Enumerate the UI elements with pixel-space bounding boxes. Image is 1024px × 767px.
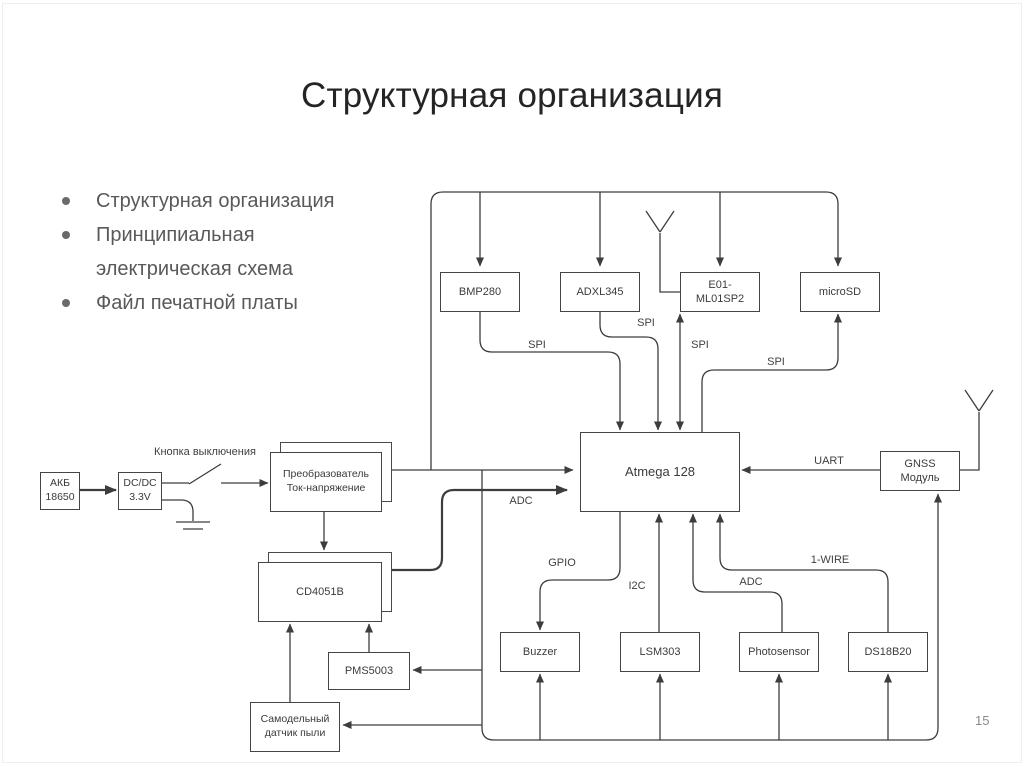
- block-label: Atmega 128: [624, 463, 696, 479]
- block-akb-18650: АКБ 18650: [40, 472, 80, 510]
- block-label: LSM303: [639, 645, 681, 658]
- block-adxl345: ADXL345: [560, 272, 640, 312]
- block-label: Модуль: [900, 472, 940, 484]
- block-label: microSD: [818, 285, 862, 298]
- bus-label-spi: SPI: [637, 317, 655, 329]
- bullet-dot: [62, 231, 70, 239]
- bullet-text: Файл печатной платы: [96, 292, 298, 314]
- bus-label-uart: UART: [814, 455, 844, 467]
- block-label: E01-: [708, 278, 732, 291]
- block-pms5003: PMS5003: [328, 652, 410, 690]
- block-label: DS18B20: [864, 645, 912, 658]
- list-item: Структурная организация: [60, 184, 410, 218]
- list-item: Принципиальная электрическая схема: [60, 218, 410, 286]
- bullet-text: Принципиальная электрическая схема: [96, 224, 294, 280]
- bus-label-i2c: I2C: [628, 580, 646, 592]
- block-lsm303: LSM303: [620, 632, 700, 672]
- block-label: Photosensor: [748, 645, 810, 658]
- bus-label-spi: SPI: [528, 339, 546, 351]
- block-label: Самодельный: [260, 713, 330, 726]
- block-gnss-module: GNSS Модуль: [880, 451, 960, 491]
- block-converter: Преобразователь Ток-напряжение: [270, 452, 382, 512]
- block-label: датчик пыли: [264, 727, 326, 739]
- block-label: АКБ: [49, 477, 70, 490]
- switch-label: Кнопка выключения: [154, 446, 256, 458]
- bus-label-adc: ADC: [739, 576, 763, 588]
- block-ds18b20: DS18B20: [848, 632, 928, 672]
- block-label: GNSS: [904, 457, 936, 470]
- power-bus: [342, 191, 942, 741]
- bullet-list: Структурная организация Принципиальная э…: [60, 184, 410, 320]
- bullet-text: Структурная организация: [96, 190, 335, 212]
- block-label: Преобразователь: [282, 468, 370, 481]
- list-item: Файл печатной платы: [60, 286, 410, 320]
- block-dcdc: DC/DC 3.3V: [118, 472, 162, 510]
- bullet-dot: [62, 197, 70, 205]
- block-photosensor: Photosensor: [739, 632, 819, 672]
- block-label: PMS5003: [344, 664, 394, 677]
- block-dust-sensor: Самодельный датчик пыли: [250, 702, 340, 752]
- block-label: Buzzer: [522, 645, 558, 658]
- block-bmp280: BMP280: [440, 272, 520, 312]
- block-label: 18650: [45, 491, 75, 503]
- page-number: 15: [975, 713, 990, 728]
- block-buzzer: Buzzer: [500, 632, 580, 672]
- block-atmega128: Atmega 128: [580, 432, 740, 512]
- signal-wires: [286, 312, 889, 702]
- ground-icon: [162, 499, 210, 530]
- bus-label-gpio: GPIO: [548, 557, 576, 569]
- block-e01-ml01sp2: E01- ML01SP2: [680, 272, 760, 312]
- antenna-icon: [645, 210, 680, 293]
- block-cd4051b: CD4051B: [258, 562, 382, 622]
- block-label: ML01SP2: [695, 293, 745, 305]
- block-label: ADXL345: [576, 285, 624, 298]
- page-title: Структурная организация: [301, 76, 723, 115]
- bold-wires: [80, 485, 568, 572]
- bullet-dot: [62, 299, 70, 307]
- block-label: CD4051B: [296, 585, 344, 598]
- block-label: DC/DC: [123, 477, 157, 490]
- block-label: BMP280: [458, 285, 502, 298]
- block-label: 3.3V: [129, 491, 151, 503]
- switch-icon: [162, 463, 269, 487]
- bus-label-1wire: 1-WIRE: [810, 554, 850, 566]
- antenna-icon: [960, 389, 994, 471]
- block-microsd: microSD: [800, 272, 880, 312]
- bus-label-spi: SPI: [691, 339, 709, 351]
- block-label: Ток-напряжение: [286, 482, 366, 494]
- bus-label-spi: SPI: [767, 356, 785, 368]
- bus-label-adc: ADC: [509, 495, 533, 507]
